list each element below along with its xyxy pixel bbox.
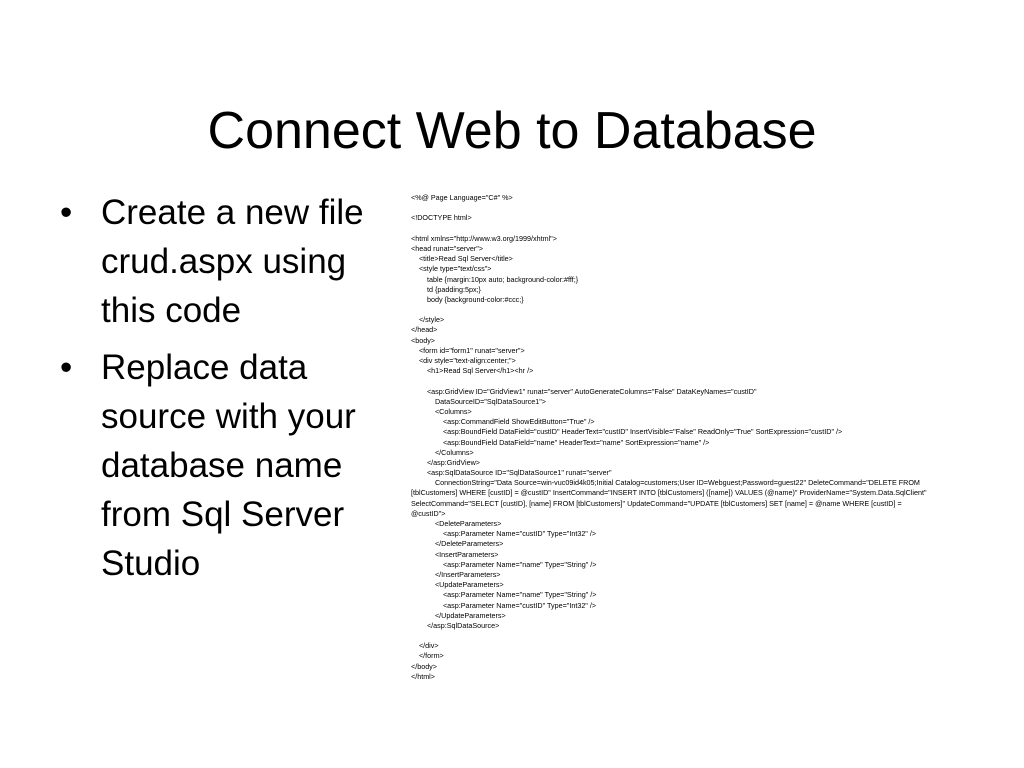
code-line	[411, 631, 971, 641]
code-line: </style>	[411, 315, 445, 325]
code-line: <UpdateParameters>	[411, 580, 504, 590]
code-line: <title>Read Sql Server</title>	[411, 254, 513, 264]
bullet-text: Create a new file crud.aspx using this c…	[101, 193, 364, 330]
code-line: <asp:Parameter Name="custID" Type="Int32…	[411, 600, 597, 610]
code-line: <asp:SqlDataSource ID="SqlDataSource1" r…	[411, 468, 612, 478]
code-line: [tblCustomers] WHERE [custID] = @custID"…	[411, 488, 927, 498]
code-line: <h1>Read Sql Server</h1><hr />	[411, 366, 534, 376]
code-line: <body>	[411, 335, 435, 345]
code-line: ConnectionString="Data Source=win-vuc09i…	[411, 478, 920, 488]
code-line: table {margin:10px auto; background-colo…	[411, 274, 579, 284]
bullet-text: Replace data source with your database n…	[101, 348, 356, 583]
code-line	[411, 203, 971, 213]
code-line: @custID">	[411, 508, 446, 518]
code-line: </asp:GridView>	[411, 457, 480, 467]
code-line: <!DOCTYPE html>	[411, 213, 472, 223]
bullet-item: • Replace data source with your database…	[60, 343, 380, 588]
code-line: body {background-color:#ccc;}	[411, 294, 524, 304]
code-line	[411, 305, 971, 315]
code-line: </form>	[411, 651, 444, 661]
code-line: </InsertParameters>	[411, 569, 501, 579]
code-line: td {padding:5px;}	[411, 284, 481, 294]
code-line: SelectCommand="SELECT [custID], [name] F…	[411, 498, 902, 508]
code-line: <asp:GridView ID="GridView1" runat="serv…	[411, 386, 757, 396]
code-line: <asp:CommandField ShowEditButton="True" …	[411, 417, 595, 427]
code-line: </asp:SqlDataSource>	[411, 620, 500, 630]
code-line	[411, 224, 971, 234]
code-line: <asp:Parameter Name="name" Type="String"…	[411, 590, 597, 600]
code-line: <div style="text-align:center;">	[411, 356, 516, 365]
code-listing: <%@ Page Language="C#" %> <!DOCTYPE html>…	[411, 193, 971, 682]
code-line: </body>	[411, 661, 437, 671]
code-line: </div>	[411, 641, 439, 651]
slide-title: Connect Web to Database	[207, 101, 817, 160]
code-line: </Columns>	[411, 447, 474, 457]
code-line: <DeleteParameters>	[411, 519, 502, 528]
code-line: </UpdateParameters>	[411, 610, 506, 620]
code-line: <html xmlns="http://www.w3.org/1999/xhtm…	[411, 233, 557, 243]
code-line: </html>	[411, 671, 435, 681]
code-line: </DeleteParameters>	[411, 539, 504, 549]
code-line: <Columns>	[411, 406, 472, 416]
bullet-list: • Create a new file crud.aspx using this…	[60, 188, 380, 596]
code-line: <form id="form1" runat="server">	[411, 345, 525, 355]
code-line: <head runat="server">	[411, 243, 484, 253]
code-line: <InsertParameters>	[411, 549, 499, 559]
code-line: </head>	[411, 325, 438, 335]
code-line	[411, 376, 971, 386]
code-line: <asp:Parameter Name="custID" Type="Int32…	[411, 529, 597, 539]
code-line: <asp:BoundField DataField="custID" Heade…	[411, 427, 843, 437]
bullet-item: • Create a new file crud.aspx using this…	[60, 188, 380, 335]
bullet-marker: •	[60, 348, 73, 387]
code-line: DataSourceID="SqlDataSource1">	[411, 396, 546, 406]
bullet-marker: •	[60, 193, 73, 232]
code-line: <%@ Page Language="C#" %>	[411, 193, 513, 202]
code-line: <asp:BoundField DataField="name" HeaderT…	[411, 437, 710, 447]
code-line: <style type="text/css">	[411, 264, 492, 274]
code-line: <asp:Parameter Name="name" Type="String"…	[411, 559, 597, 569]
